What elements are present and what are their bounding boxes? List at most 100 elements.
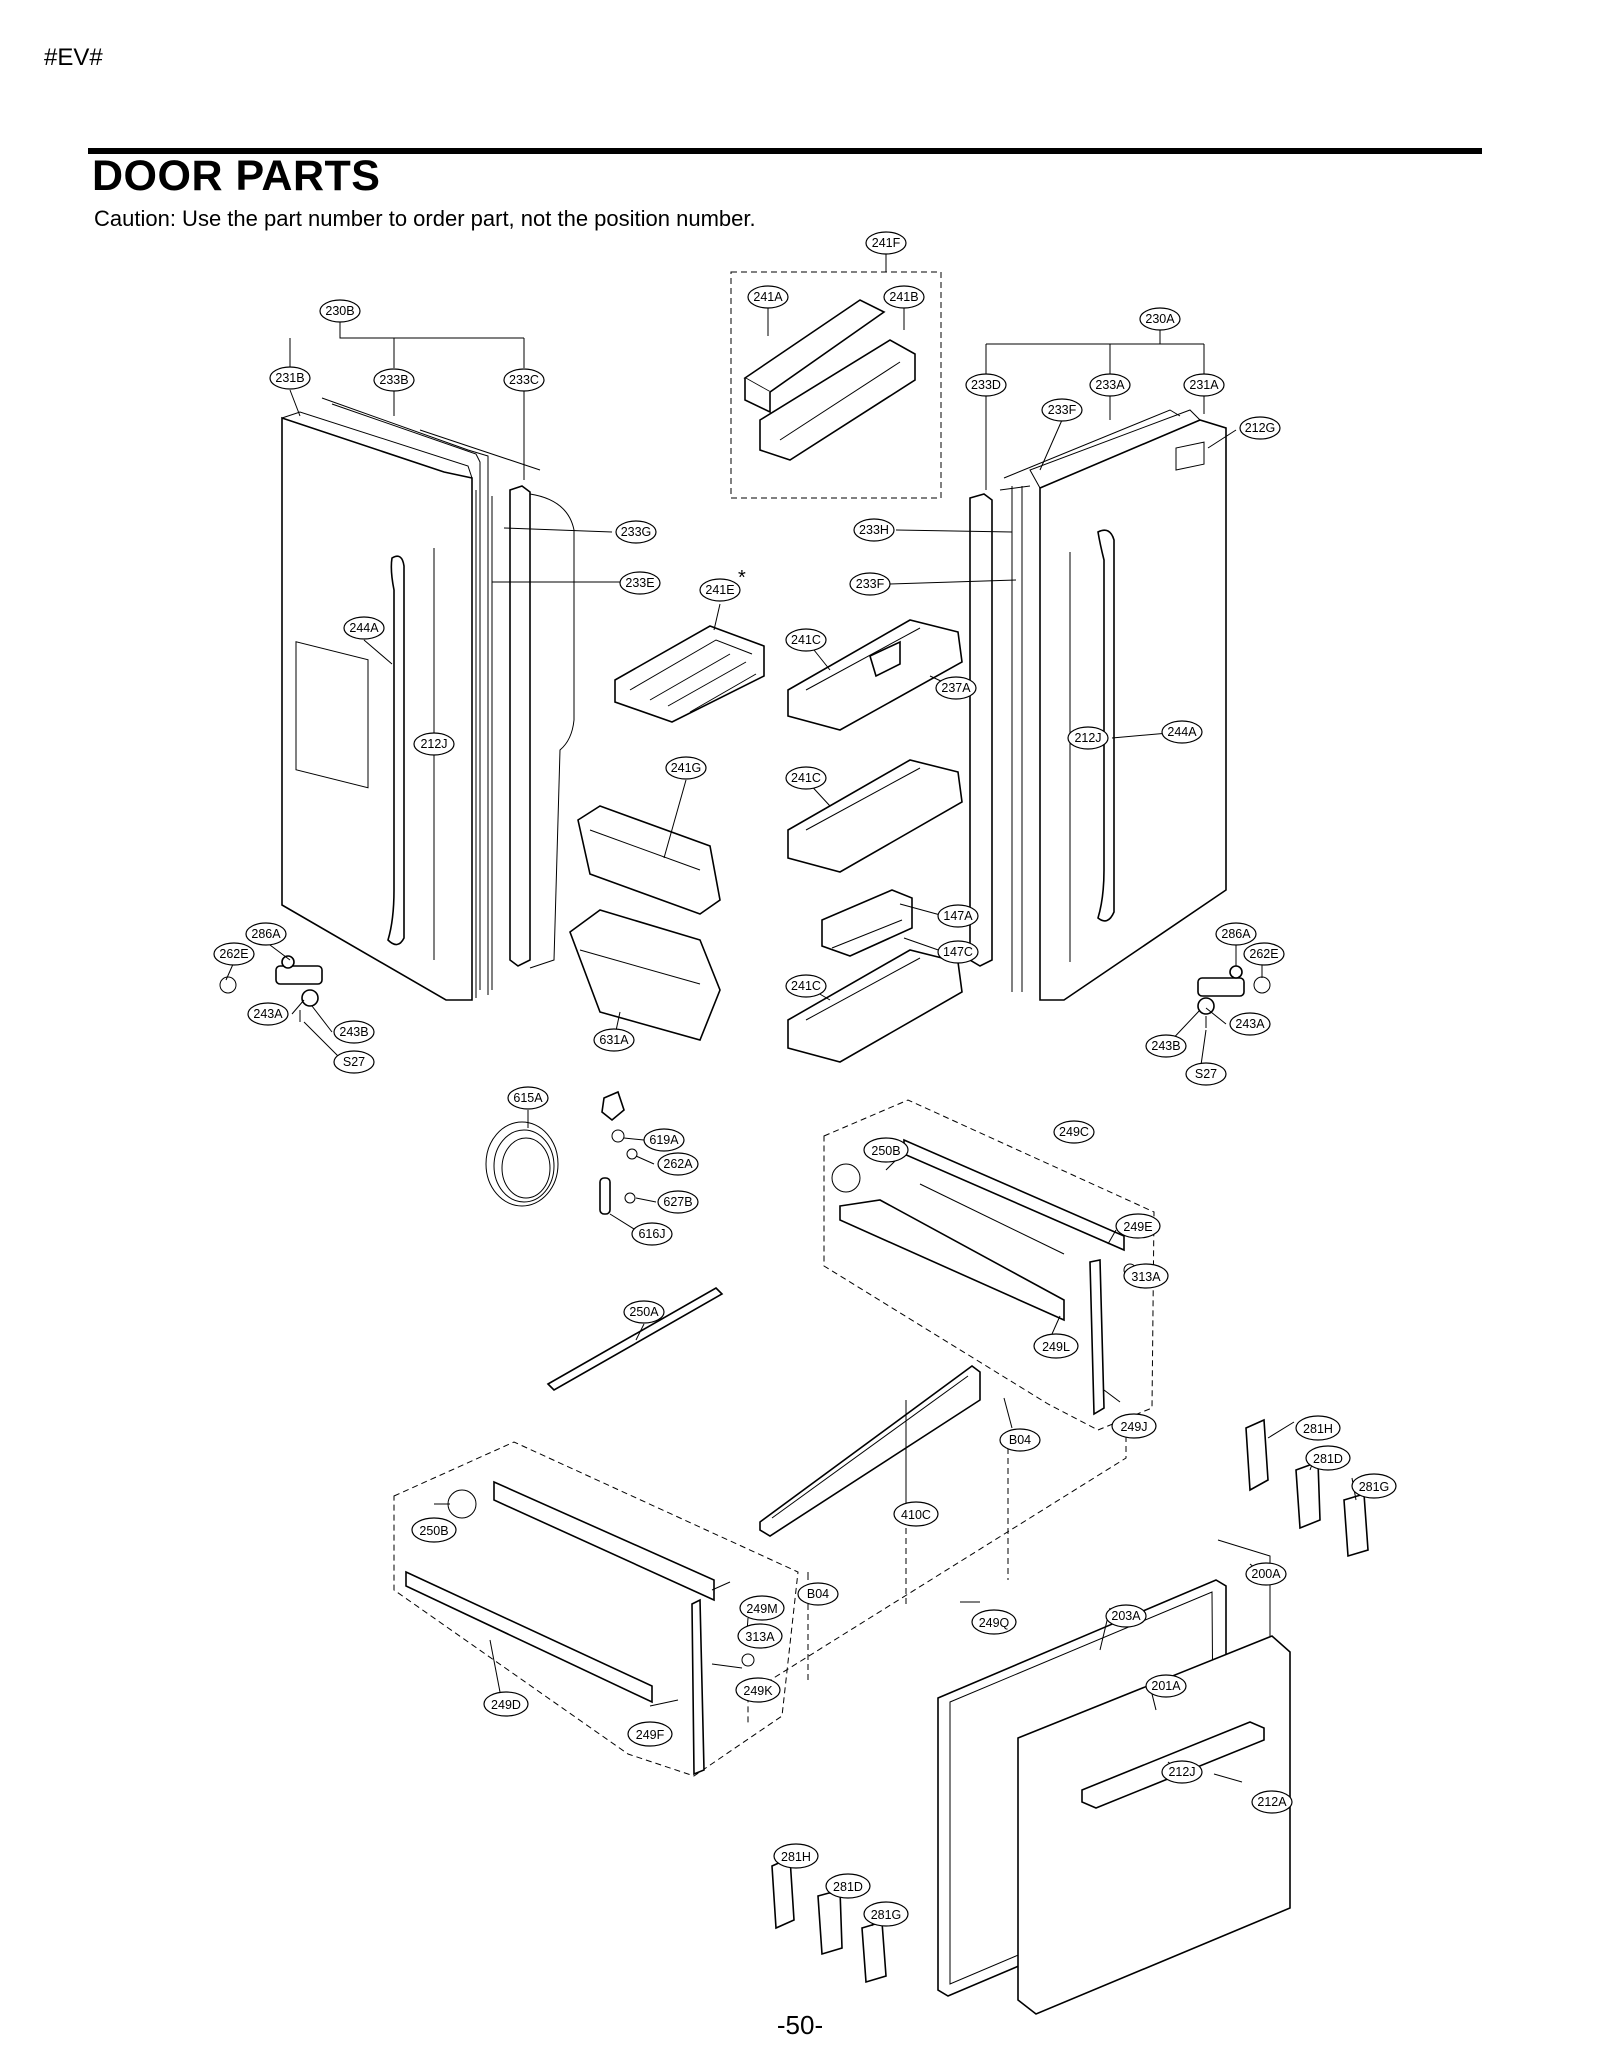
callout-313A-top: 313A — [1123, 1263, 1169, 1289]
callout-627B: 627B — [657, 1190, 699, 1214]
svg-text:S27: S27 — [343, 1055, 365, 1069]
svg-text:249Q: 249Q — [979, 1616, 1010, 1630]
callout-281G-right: 281G — [1351, 1473, 1397, 1499]
callout-249Q: 249Q — [971, 1609, 1017, 1635]
callout-249F: 249F — [627, 1721, 673, 1747]
svg-text:250B: 250B — [419, 1524, 448, 1538]
callout-243A-right: 243A — [1229, 1012, 1271, 1036]
svg-text:250A: 250A — [629, 1305, 659, 1319]
svg-text:243B: 243B — [339, 1025, 368, 1039]
callout-281D-bottom: 281D — [825, 1873, 871, 1899]
callout-262A: 262A — [657, 1152, 699, 1176]
svg-text:212G: 212G — [1245, 421, 1276, 435]
callout-241G: 241G — [665, 756, 707, 780]
svg-text:241G: 241G — [671, 761, 702, 775]
callout-286A-right: 286A — [1215, 922, 1257, 946]
callout-262E-left: 262E — [213, 942, 255, 966]
callout-241C-3: 241C — [785, 974, 827, 998]
svg-text:233C: 233C — [509, 373, 539, 387]
svg-text:212J: 212J — [1074, 731, 1101, 745]
callout-281G-bottom: 281G — [863, 1901, 909, 1927]
svg-text:631A: 631A — [599, 1033, 629, 1047]
callout-231B: 231B — [269, 366, 311, 390]
callout-250B-bottom: 250B — [411, 1517, 457, 1543]
callout-249L: 249L — [1033, 1333, 1079, 1359]
svg-text:249K: 249K — [743, 1684, 773, 1698]
svg-text:230B: 230B — [325, 304, 354, 318]
callout-S27-right: S27 — [1185, 1062, 1227, 1086]
svg-text:241C: 241C — [791, 633, 821, 647]
svg-text:249D: 249D — [491, 1698, 521, 1712]
callout-241C-2: 241C — [785, 766, 827, 790]
callout-313A-bottom: 313A — [737, 1623, 783, 1649]
callout-410C: 410C — [893, 1501, 939, 1527]
svg-text:249E: 249E — [1123, 1220, 1152, 1234]
callout-233F-mid: 233F — [849, 572, 891, 596]
svg-text:410C: 410C — [901, 1508, 931, 1522]
svg-text:231A: 231A — [1189, 378, 1219, 392]
callout-281H-bottom: 281H — [773, 1843, 819, 1869]
callout-212A: 212A — [1251, 1790, 1293, 1814]
callout-B04-bottom: B04 — [797, 1582, 839, 1606]
svg-text:S27: S27 — [1195, 1067, 1217, 1081]
svg-text:212J: 212J — [1168, 1765, 1195, 1779]
caution-note: Caution: Use the part number to order pa… — [94, 206, 756, 231]
svg-text:231B: 231B — [275, 371, 304, 385]
svg-text:B04: B04 — [1009, 1433, 1031, 1447]
svg-text:281D: 281D — [833, 1880, 863, 1894]
callout-250A: 250A — [623, 1300, 665, 1324]
callout-233C: 233C — [503, 368, 545, 392]
callout-631A: 631A — [593, 1028, 635, 1052]
asterisk-mark: * — [738, 567, 746, 589]
svg-text:233G: 233G — [621, 525, 652, 539]
svg-text:281G: 281G — [871, 1908, 902, 1922]
svg-text:281H: 281H — [781, 1850, 811, 1864]
svg-text:233E: 233E — [625, 576, 654, 590]
callout-616J: 616J — [631, 1222, 673, 1246]
svg-text:262E: 262E — [219, 947, 248, 961]
callout-233B: 233B — [373, 368, 415, 392]
callout-212J-left: 212J — [413, 732, 455, 756]
callout-281H-right: 281H — [1295, 1415, 1341, 1441]
rail-250A-drawing — [546, 1287, 724, 1391]
callout-231A: 231A — [1183, 373, 1225, 397]
svg-text:241A: 241A — [753, 290, 783, 304]
svg-text:203A: 203A — [1111, 1609, 1141, 1623]
callout-S27-left: S27 — [333, 1050, 375, 1074]
drawer-rail-lower-drawing — [393, 1441, 799, 1777]
svg-text:262A: 262A — [663, 1157, 693, 1171]
callout-243B-left: 243B — [333, 1020, 375, 1044]
svg-text:249F: 249F — [636, 1728, 665, 1742]
callout-212J-right: 212J — [1067, 726, 1109, 750]
svg-text:200A: 200A — [1251, 1567, 1281, 1581]
door-bins-241G-631A-drawing — [569, 805, 721, 1041]
callout-230A: 230A — [1139, 307, 1181, 331]
callout-281D-right: 281D — [1305, 1445, 1351, 1471]
svg-text:619A: 619A — [649, 1133, 679, 1147]
callout-147A: 147A — [937, 904, 979, 928]
svg-text:243B: 243B — [1151, 1039, 1180, 1053]
svg-text:249M: 249M — [746, 1602, 777, 1616]
callout-249J: 249J — [1111, 1413, 1157, 1439]
drawer-hardware-281-bottom-drawing — [771, 1856, 887, 1984]
door-shelves-241C-drawing — [787, 619, 963, 1063]
ice-bin-241E-drawing — [614, 625, 765, 723]
svg-text:615A: 615A — [513, 1091, 543, 1105]
left-door-assembly-drawing — [281, 397, 575, 1001]
svg-text:241B: 241B — [889, 290, 918, 304]
callout-619A: 619A — [643, 1128, 685, 1152]
callout-230B: 230B — [319, 299, 361, 323]
svg-text:233H: 233H — [859, 523, 889, 537]
svg-text:233D: 233D — [971, 378, 1001, 392]
page-number: -50- — [776, 2010, 824, 2040]
svg-text:262E: 262E — [1249, 947, 1278, 961]
svg-text:244A: 244A — [349, 621, 379, 635]
svg-text:147C: 147C — [943, 945, 973, 959]
callout-241A: 241A — [747, 285, 789, 309]
callout-237A: 237A — [935, 676, 977, 700]
page-title: DOOR PARTS — [92, 152, 381, 200]
callout-233A: 233A — [1089, 373, 1131, 397]
callout-241B: 241B — [883, 285, 925, 309]
water-tubing-615A-drawing — [485, 1090, 638, 1215]
